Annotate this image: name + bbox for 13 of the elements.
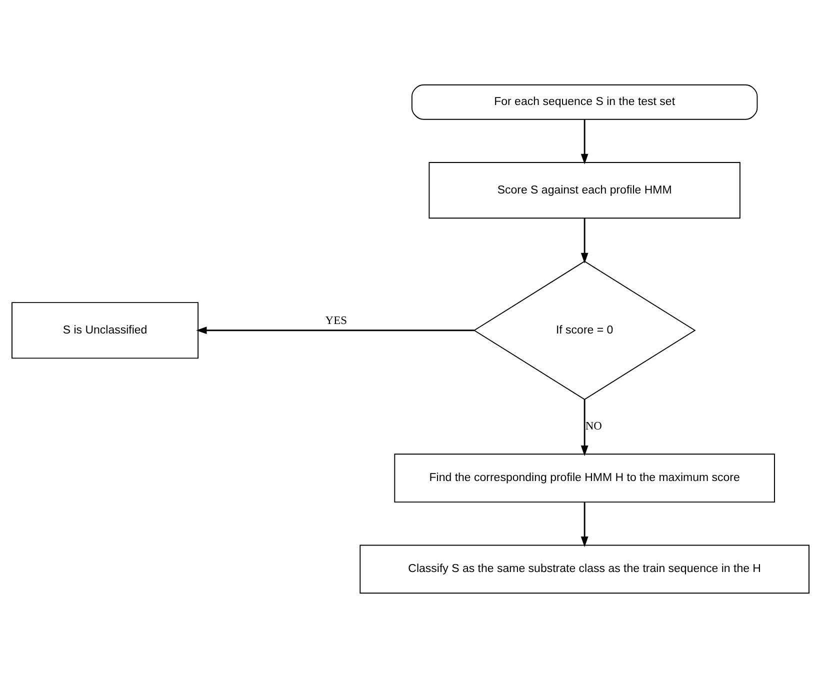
node-box: Classify S as the same substrate class as the train sequence in the H	[360, 544, 810, 594]
edge-label: NO	[585, 420, 602, 432]
arrow	[580, 502, 588, 547]
node-box: S is Unclassified	[12, 302, 199, 358]
node-box: For each sequence S in the test set	[411, 84, 758, 120]
arrow	[580, 399, 588, 456]
arrow	[580, 119, 588, 164]
node-diamond: If score = 0	[473, 260, 696, 400]
node-box: Find the corresponding profile HMM H to the maximum score	[394, 453, 775, 502]
node-box: Score S against each profile HMM	[428, 162, 740, 218]
edge-label: YES	[325, 314, 348, 327]
arrow	[196, 326, 474, 334]
arrow	[580, 218, 588, 263]
